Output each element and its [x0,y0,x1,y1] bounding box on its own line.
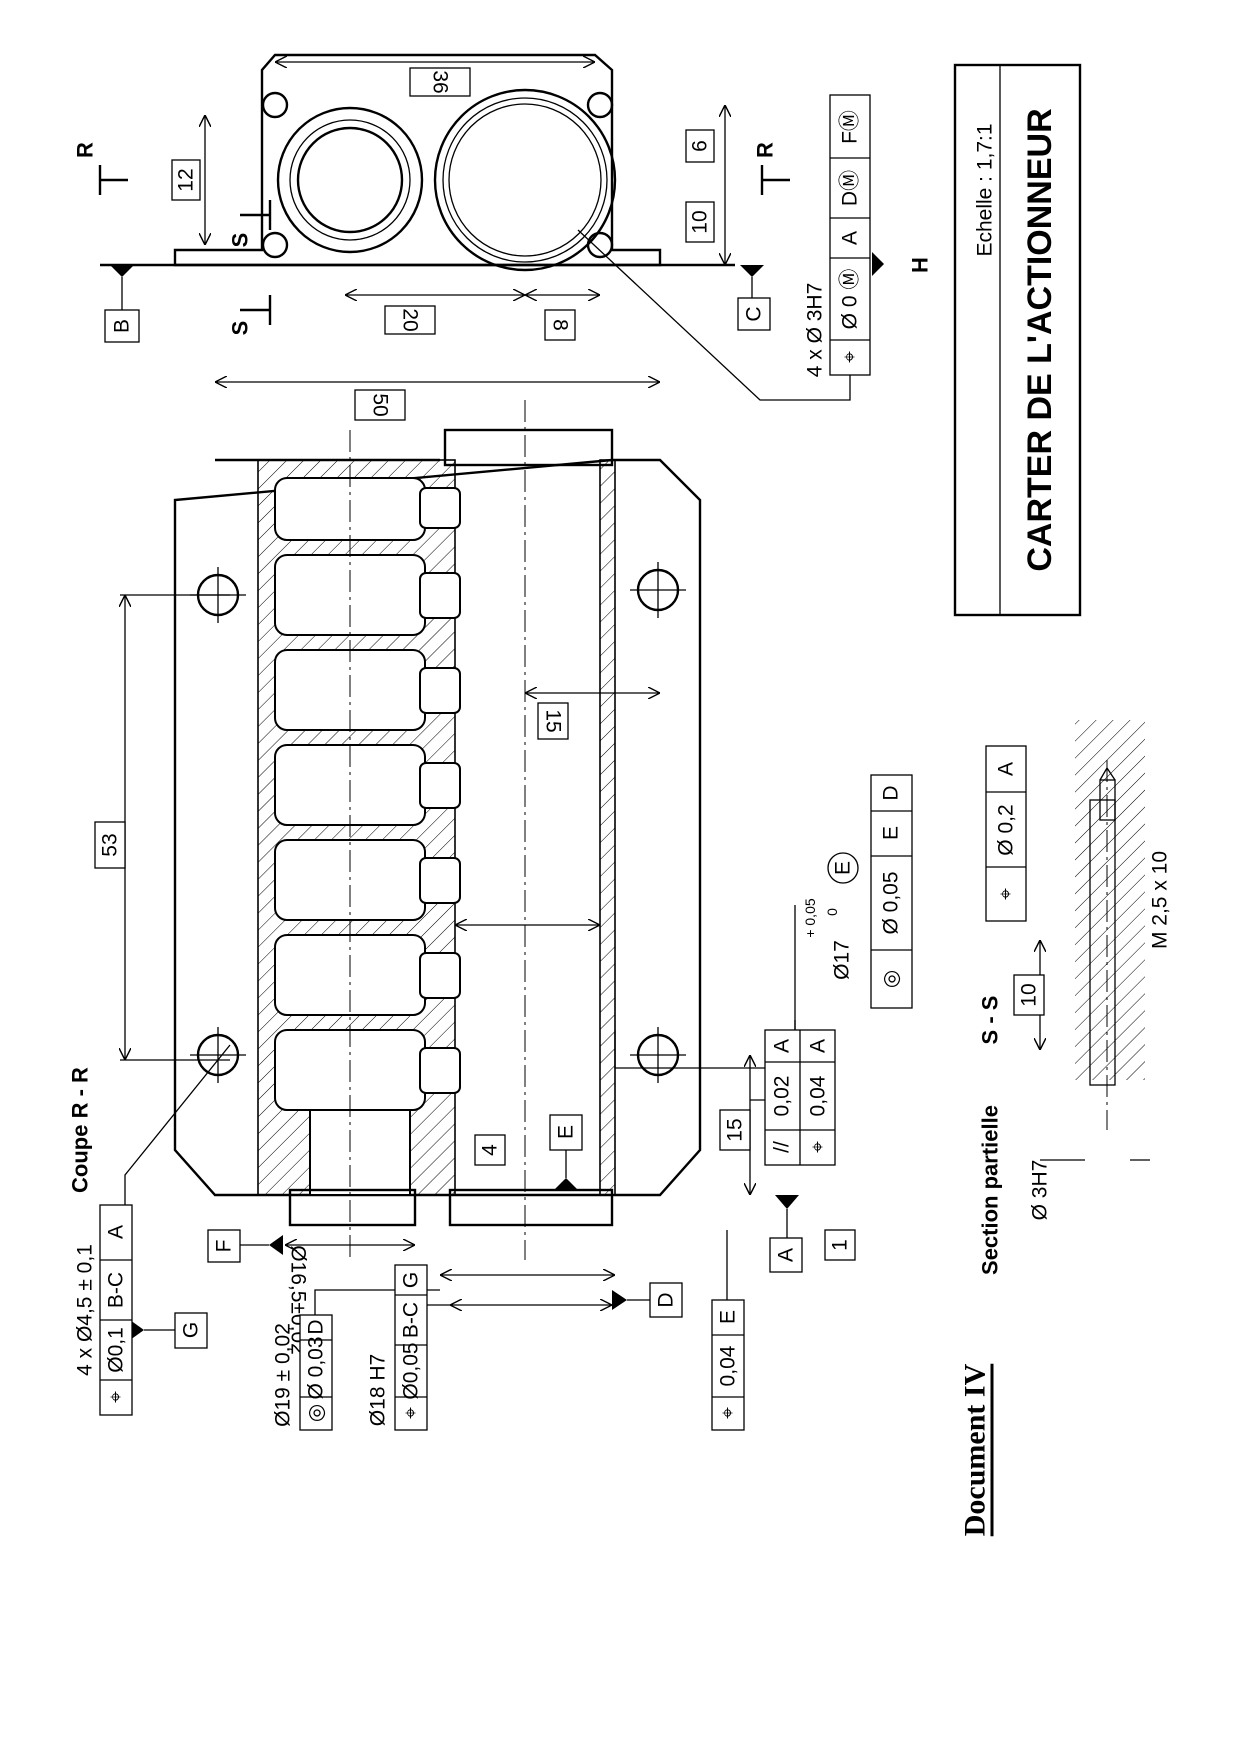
concentricity-icon: ◎ [305,1404,328,1422]
fcf-datum-ref: A [995,762,1018,776]
fcf-datum-ref: A [807,1039,830,1053]
title-block: Echelle : 1,7:1 CARTER DE L'ACTIONNEUR [953,63,1082,617]
fcf-diameter-18: Ø18 H7 ⌖ Ø0,05 B-C G [367,1264,428,1431]
fcf-datum-ref: B-C [105,1272,128,1308]
dim-12: 12 [175,168,198,191]
fcf-tolerance: Ø 0,05 [880,871,903,934]
document-label: Document IV [959,1363,992,1536]
fcf-datum-ref: D [305,1319,328,1334]
view-title-ss: S - S [978,996,1003,1045]
view-title-coupe-rr: Coupe R - R [68,1067,93,1193]
position-icon: ⌖ [995,888,1018,900]
datum-a: A [775,1248,798,1262]
fcf-datum-ref: E [717,1310,740,1324]
datum-e: E [555,1125,578,1139]
fcf-tolerance: Ø 0,03 [305,1336,328,1399]
datum-d: D [655,1292,678,1307]
section-marker-r-left: R [73,142,98,158]
dim-1: 1 [829,1239,852,1251]
fcf-datum-ref: G [400,1272,423,1288]
position-icon: ⌖ [839,351,862,363]
position-icon: ⌖ [105,1391,128,1403]
position-icon: ⌖ [717,1407,740,1419]
position-icon: ⌖ [400,1407,423,1419]
dimension-values: 36 12 6 10 20 8 50 53 15 15 4 1 Ø16,5±0,… [94,67,859,1355]
fcf-holes-3h7: 4 x Ø 3H7 ⌖ Ø 0 Ⓜ A DⓂ FⓂ [804,94,871,378]
fcf-label: Ø19 ± 0,02 [272,1323,295,1427]
section-markers: R R S S [73,142,790,336]
fcf-label: 4 x Ø 3H7 [804,283,827,378]
fcf-diameter-19: Ø19 ± 0,02 ◎ Ø 0,03 D [272,1314,333,1431]
scale-text: Echelle : 1,7:1 [974,123,997,256]
dim-10: 10 [689,210,712,233]
parallelism-icon: // [771,1141,794,1153]
fcf-datum-ref: B-C [400,1302,423,1338]
dim-4: 4 [479,1144,502,1156]
fcf-datum-ref: E [880,826,903,840]
fcf-datum-ref: A [771,1039,794,1053]
fcf-tolerance: 0,04 [807,1075,830,1116]
fcf-concentricity-17: ◎ Ø 0,05 E D [870,774,913,1009]
dim-6: 6 [689,140,712,152]
section-marker-s-bottom: S [228,321,253,336]
dim-8: 8 [549,319,572,331]
fcf-tolerance: Ø0,05 [400,1342,423,1399]
position-icon: ⌖ [807,1141,830,1153]
datum-b: B [111,319,134,333]
datum-f: F [213,1240,236,1253]
dim-53: 53 [99,833,122,856]
envelope-e-symbol: E [832,861,855,875]
dim-17-upper-tol: + 0,05 [802,898,818,938]
drawing-title: CARTER DE L'ACTIONNEUR [1021,108,1059,571]
datum-h: H [908,257,933,273]
view-title-section-partielle: Section partielle [978,1105,1003,1275]
datum-g: G [180,1322,203,1338]
fcf-holes-4-5: 4 x Ø4,5 ± 0,1 ⌖ Ø0,1 B-C A [74,1204,133,1416]
fcf-label: Ø18 H7 [367,1354,390,1426]
fcf-tolerance: Ø 0,2 [995,804,1018,855]
fcf-datum-ref: A [105,1225,128,1239]
section-rr-view [173,400,702,1260]
dim-20: 20 [399,308,422,331]
fcf-tolerance: 0,02 [771,1076,794,1117]
section-marker-s-top: S [228,233,253,248]
fcf-datum-ref: D [880,785,903,800]
dim-3h7-ss: Ø 3H7 [1029,1160,1052,1221]
fcf-tolerance: Ø 0 Ⓜ [839,269,862,330]
dim-17: Ø17 [831,940,854,980]
datum-features: B C H D A E F G [104,252,933,1349]
fcf-datum-ref: DⓂ [839,170,862,206]
fcf-position-0-04-e: ⌖ 0,04 E [711,1299,745,1431]
section-ss-detail: 10 M 2,5 x 10 Ø 3H7 [1013,720,1172,1221]
fcf-parallelism-and-position: // 0,02 A ⌖ 0,04 A [764,1029,836,1166]
fcf-datum-ref: A [839,231,862,245]
dim-15-middle: 15 [542,709,565,732]
concentricity-icon: ◎ [880,970,903,988]
dim-50: 50 [369,393,392,416]
fcf-tolerance: Ø0,1 [105,1327,128,1373]
dim-36: 36 [429,70,452,93]
end-view [100,53,735,272]
section-marker-r-right: R [753,142,778,158]
dim-10-ss: 10 [1018,983,1041,1006]
fcf-label: 4 x Ø4,5 ± 0,1 [74,1244,97,1376]
dim-17-lower-tol: 0 [824,908,840,916]
fcf-datum-ref: FⓂ [839,110,862,144]
datum-c: C [743,306,766,321]
thread-m2-5: M 2,5 x 10 [1149,851,1172,949]
fcf-tolerance: 0,04 [717,1345,740,1386]
fcf-position-0-2: ⌖ Ø 0,2 A [985,745,1027,922]
dim-15-bottom: 15 [724,1118,747,1141]
